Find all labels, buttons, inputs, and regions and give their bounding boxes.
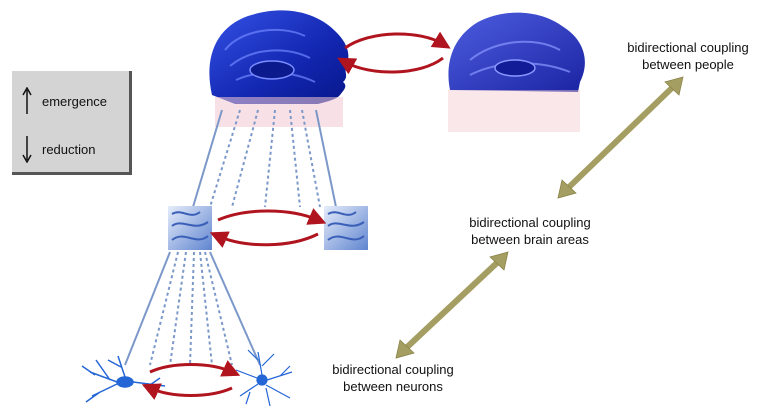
arrow-down-icon [22, 135, 32, 163]
neuron-left [82, 356, 165, 402]
legend-reduction-label: reduction [42, 142, 95, 157]
label-people-line2: between people [618, 56, 758, 73]
legend-row-emergence: emergence [22, 87, 107, 115]
legend-box: emergence reduction [12, 71, 132, 175]
coupling-arrows-people [345, 34, 443, 72]
label-areas-line2: between brain areas [455, 231, 605, 248]
arrow-up-icon [22, 87, 32, 115]
brain-sagittal-left [209, 10, 348, 127]
legend-row-reduction: reduction [22, 135, 95, 163]
label-neurons-line2: between neurons [318, 378, 468, 395]
label-people: bidirectional coupling between people [618, 39, 758, 73]
label-areas: bidirectional coupling between brain are… [455, 214, 605, 248]
label-areas-line1: bidirectional coupling [455, 214, 605, 231]
label-neurons: bidirectional coupling between neurons [318, 361, 468, 395]
coupling-arrows-areas [218, 211, 318, 245]
label-people-line1: bidirectional coupling [618, 39, 758, 56]
brain-sagittal-right [448, 13, 585, 132]
cortex-tile-left [168, 206, 212, 250]
neuron-right [236, 350, 292, 406]
coupling-arrows-neurons [150, 365, 232, 396]
projection-lines-neurons [125, 252, 260, 365]
label-neurons-line1: bidirectional coupling [318, 361, 468, 378]
legend-emergence-label: emergence [42, 94, 107, 109]
cortex-tile-right [324, 206, 368, 250]
scale-arrow-lower [396, 252, 508, 358]
